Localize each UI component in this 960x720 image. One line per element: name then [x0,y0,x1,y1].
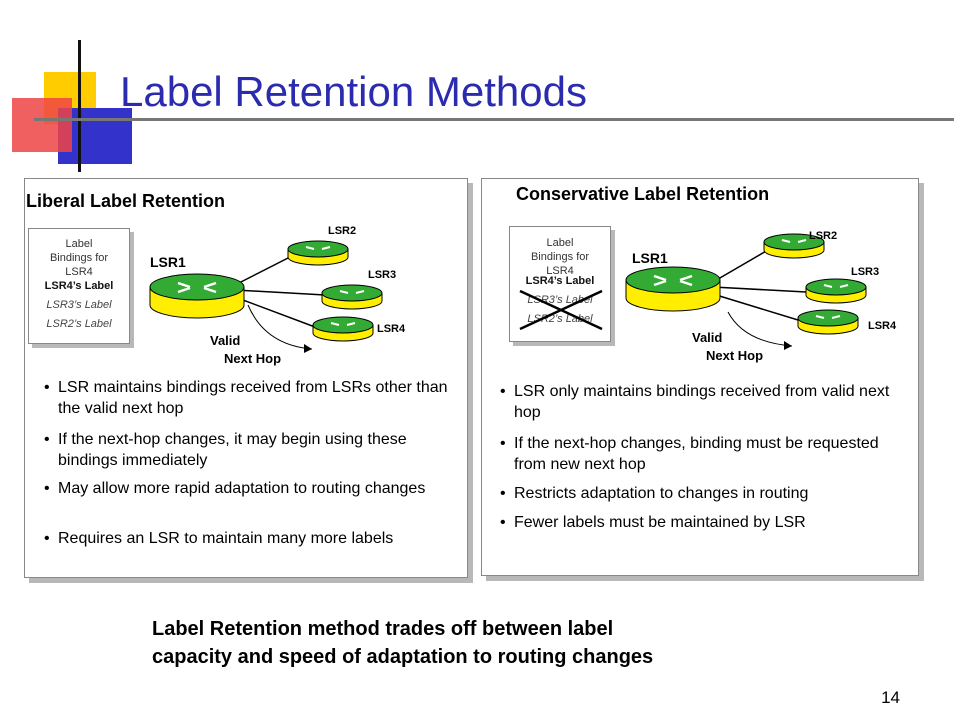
right-router-lsr4-icon [797,309,859,335]
footer-summary: Label Retention method trades off betwee… [152,615,653,671]
left-lsr1-label: LSR1 [150,254,186,270]
left-valid-label: Valid [210,333,241,348]
left-bullet-3: •May allow more rapid adaptation to rout… [44,480,426,497]
right-bullet-3: •Restricts adaptation to changes in rout… [500,485,809,502]
right-router-lsr1-icon [625,266,721,312]
crossed-out-icon [519,289,603,331]
right-network-diagram [625,233,867,350]
left-binding-lsr4: LSR4’s Label [44,280,114,292]
right-bindings-box: Label Bindings for LSR4 LSR4’s Label LSR… [509,226,611,342]
left-bindings-header: Label Bindings for LSR4 [49,238,109,278]
right-router-lsr3-icon [805,278,867,304]
right-bullet-4: •Fewer labels must be maintained by LSR [500,514,806,531]
left-bullet-4: •Requires an LSR to maintain many more l… [44,530,394,547]
left-router-lsr1-icon [149,273,245,319]
left-bullet-1: •LSR maintains bindings received from LS… [44,379,448,417]
right-bullet-1: •LSR only maintains bindings received fr… [500,383,890,421]
right-bindings-header: Label Bindings for LSR4 [530,237,590,277]
left-lsr3-label: LSR3 [368,269,397,281]
slide-title: Label Retention Methods [120,68,587,115]
right-lsr3-label: LSR3 [851,266,880,278]
left-panel-title: Liberal Label Retention [26,191,226,211]
left-binding-lsr2: LSR2’s Label [46,318,112,330]
right-panel-title: Conservative Label Retention [516,184,770,204]
right-lsr1-label: LSR1 [632,250,668,266]
right-bullet-2: •If the next-hop changes, binding must b… [500,435,879,473]
right-next-hop-label: Next Hop [706,348,764,363]
right-valid-label: Valid [692,330,723,345]
right-binding-lsr4: LSR4’s Label [525,275,595,287]
left-next-hop-label: Next Hop [224,351,282,366]
left-lsr2-label: LSR2 [328,225,357,237]
left-bullet-2: •If the next-hop changes, it may begin u… [44,431,407,469]
title-decoration [0,0,954,172]
footer-line-2: capacity and speed of adaptation to rout… [152,646,654,668]
right-router-lsr2-icon [763,233,825,259]
footer-line-1: Label Retention method trades off betwee… [152,618,614,640]
left-router-lsr2-icon [287,240,349,266]
page-number: 14 [881,688,900,707]
left-binding-lsr3: LSR3’s Label [46,299,112,311]
left-lsr4-label: LSR4 [377,323,406,335]
left-bindings-box: Label Bindings for LSR4 LSR4’s Label LSR… [28,228,130,344]
right-lsr4-label: LSR4 [868,320,897,332]
left-router-lsr4-icon [312,316,374,342]
left-network-diagram [149,240,383,353]
left-router-lsr3-icon [321,284,383,310]
right-lsr2-label: LSR2 [809,230,838,242]
